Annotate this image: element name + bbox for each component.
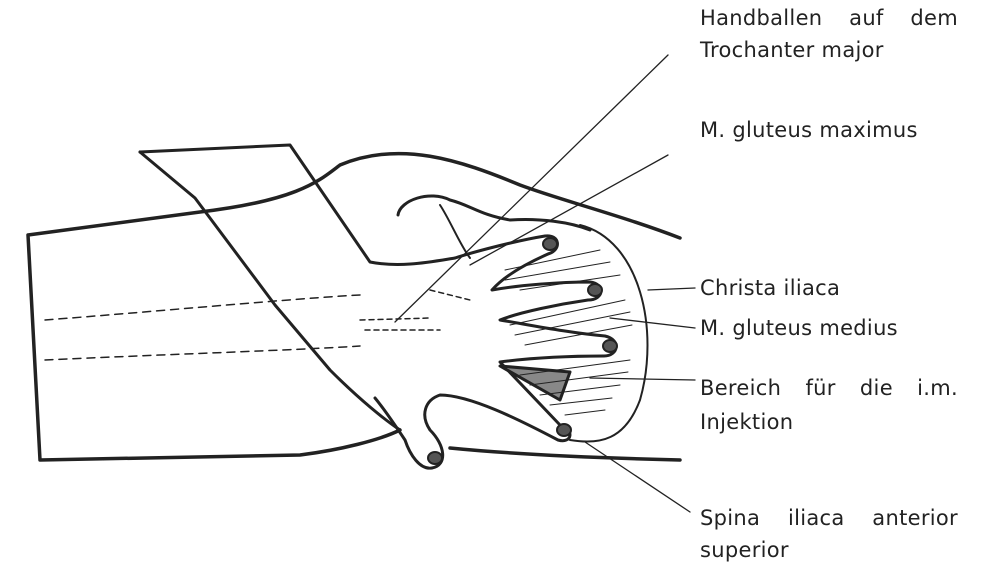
- thumb: [396, 194, 592, 232]
- label-christa-iliaca: Christa iliaca: [700, 276, 841, 300]
- triangle-area: [498, 364, 572, 402]
- leg-outline: [26, 151, 682, 462]
- leader-gluteus-maximus: [469, 154, 669, 266]
- leader-spina-iliaca: [584, 441, 691, 513]
- leader-gluteus-medius: [609, 317, 696, 329]
- thumb-curve: [439, 204, 471, 259]
- label-injection-line1: Bereich für die i.m.: [700, 376, 958, 400]
- leader-christa-iliaca: [647, 287, 696, 291]
- label-gluteus-medius: M. gluteus medius: [700, 316, 898, 340]
- hand-outline: [373, 234, 618, 470]
- label-trochanter-line2: Trochanter major: [700, 38, 884, 62]
- leader-injection-area: [589, 377, 696, 381]
- label-trochanter-line1: Handballen auf dem: [700, 6, 958, 30]
- fingertips: [427, 237, 618, 465]
- leg-lower-outline: [448, 446, 682, 462]
- leader-trochanter: [394, 54, 669, 323]
- label-gluteus-maximus: M. gluteus maximus: [700, 118, 918, 142]
- dashed-line: [359, 289, 471, 331]
- label-spina-line2: superior: [700, 538, 789, 562]
- arm-lower-outline: [138, 150, 402, 432]
- dashed-line: [44, 294, 361, 321]
- hatching: [504, 249, 633, 416]
- dashed-line: [44, 345, 361, 361]
- leader-lines: [394, 54, 696, 513]
- label-injection-line2: Injektion: [700, 410, 794, 434]
- arm-outline: [138, 143, 457, 267]
- crest-outline: [569, 224, 649, 443]
- label-spina-line1: Spina iliaca anterior: [700, 506, 958, 530]
